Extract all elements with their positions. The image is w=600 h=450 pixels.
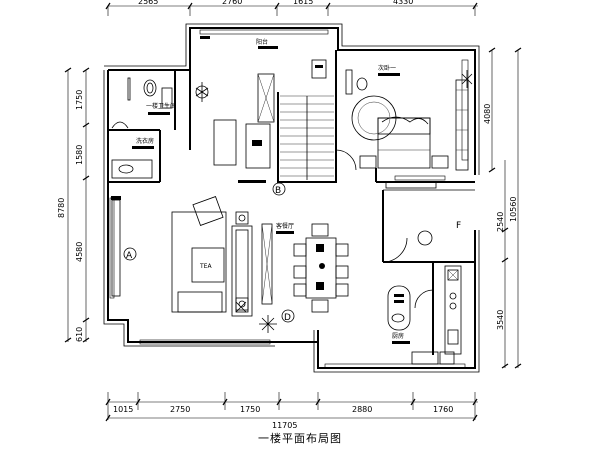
dim-bottom-1: 1015 [113, 405, 133, 414]
axis-marker-f: F [456, 221, 461, 231]
room-label-bath: 一楼卫生间 [146, 102, 176, 110]
dim-right-total: 10560 [509, 197, 518, 222]
dim-right-1: 4080 [483, 104, 492, 124]
room-label-bedroom: 次卧一 [378, 64, 396, 72]
dim-left-3: 4580 [75, 242, 84, 262]
axis-marker-a: A [126, 251, 133, 261]
room-label-kitchen: 厨房 [392, 332, 404, 340]
staircase [280, 95, 334, 180]
axis-marker-b: B [275, 186, 281, 196]
axis-markers: A B D [123, 182, 295, 323]
room-label-laundry: 洗衣房 [136, 137, 154, 145]
room-label-living-dining: 客餐厅 [276, 222, 294, 230]
bottom-dimension-chain: 1015 2750 1750 2880 1760 11705 [105, 392, 478, 430]
room-label-balcony: 阳台 [256, 38, 268, 46]
dim-bottom-4: 2880 [352, 405, 372, 414]
bath-fixtures: 一楼卫生间 洗衣房 [111, 77, 176, 179]
balcony-furniture: 阳台 [195, 36, 327, 183]
dim-top-4: 4330 [393, 0, 413, 6]
coffee-table-label: TEA [199, 263, 212, 270]
dim-left-4: 610 [75, 327, 84, 342]
bedroom-furniture: 次卧一 [335, 64, 473, 189]
dim-bottom-5: 1760 [433, 405, 453, 414]
exterior-walls [103, 23, 480, 373]
drawing-title: 一楼平面布局图 [258, 432, 342, 445]
dim-bottom-2: 2750 [170, 405, 190, 414]
axis-marker-d: D [284, 313, 291, 323]
dim-left-1: 1750 [75, 90, 84, 110]
dim-top-2: 2760 [222, 0, 242, 6]
dim-bottom-3: 1750 [240, 405, 260, 414]
dim-bottom-total: 11705 [272, 421, 297, 430]
dim-left-2: 1580 [75, 145, 84, 165]
corridor: F [382, 221, 461, 263]
top-dimension-chain: 2565 2760 1615 4330 [105, 0, 478, 16]
dim-right-3: 3540 [496, 310, 505, 330]
kitchen-fixtures: 厨房 [387, 265, 462, 365]
dim-left-total: 8780 [57, 198, 66, 218]
dim-top-3: 1615 [293, 0, 313, 6]
dim-top-1: 2565 [138, 0, 158, 6]
dim-right-2: 2540 [496, 212, 505, 232]
left-dimension-chain: 8780 1750 1580 4580 610 [57, 67, 90, 343]
living-dining-furniture: TEA 客餐厅 [111, 196, 349, 333]
right-dimension-chain: 4080 2540 3540 10560 [483, 47, 522, 369]
